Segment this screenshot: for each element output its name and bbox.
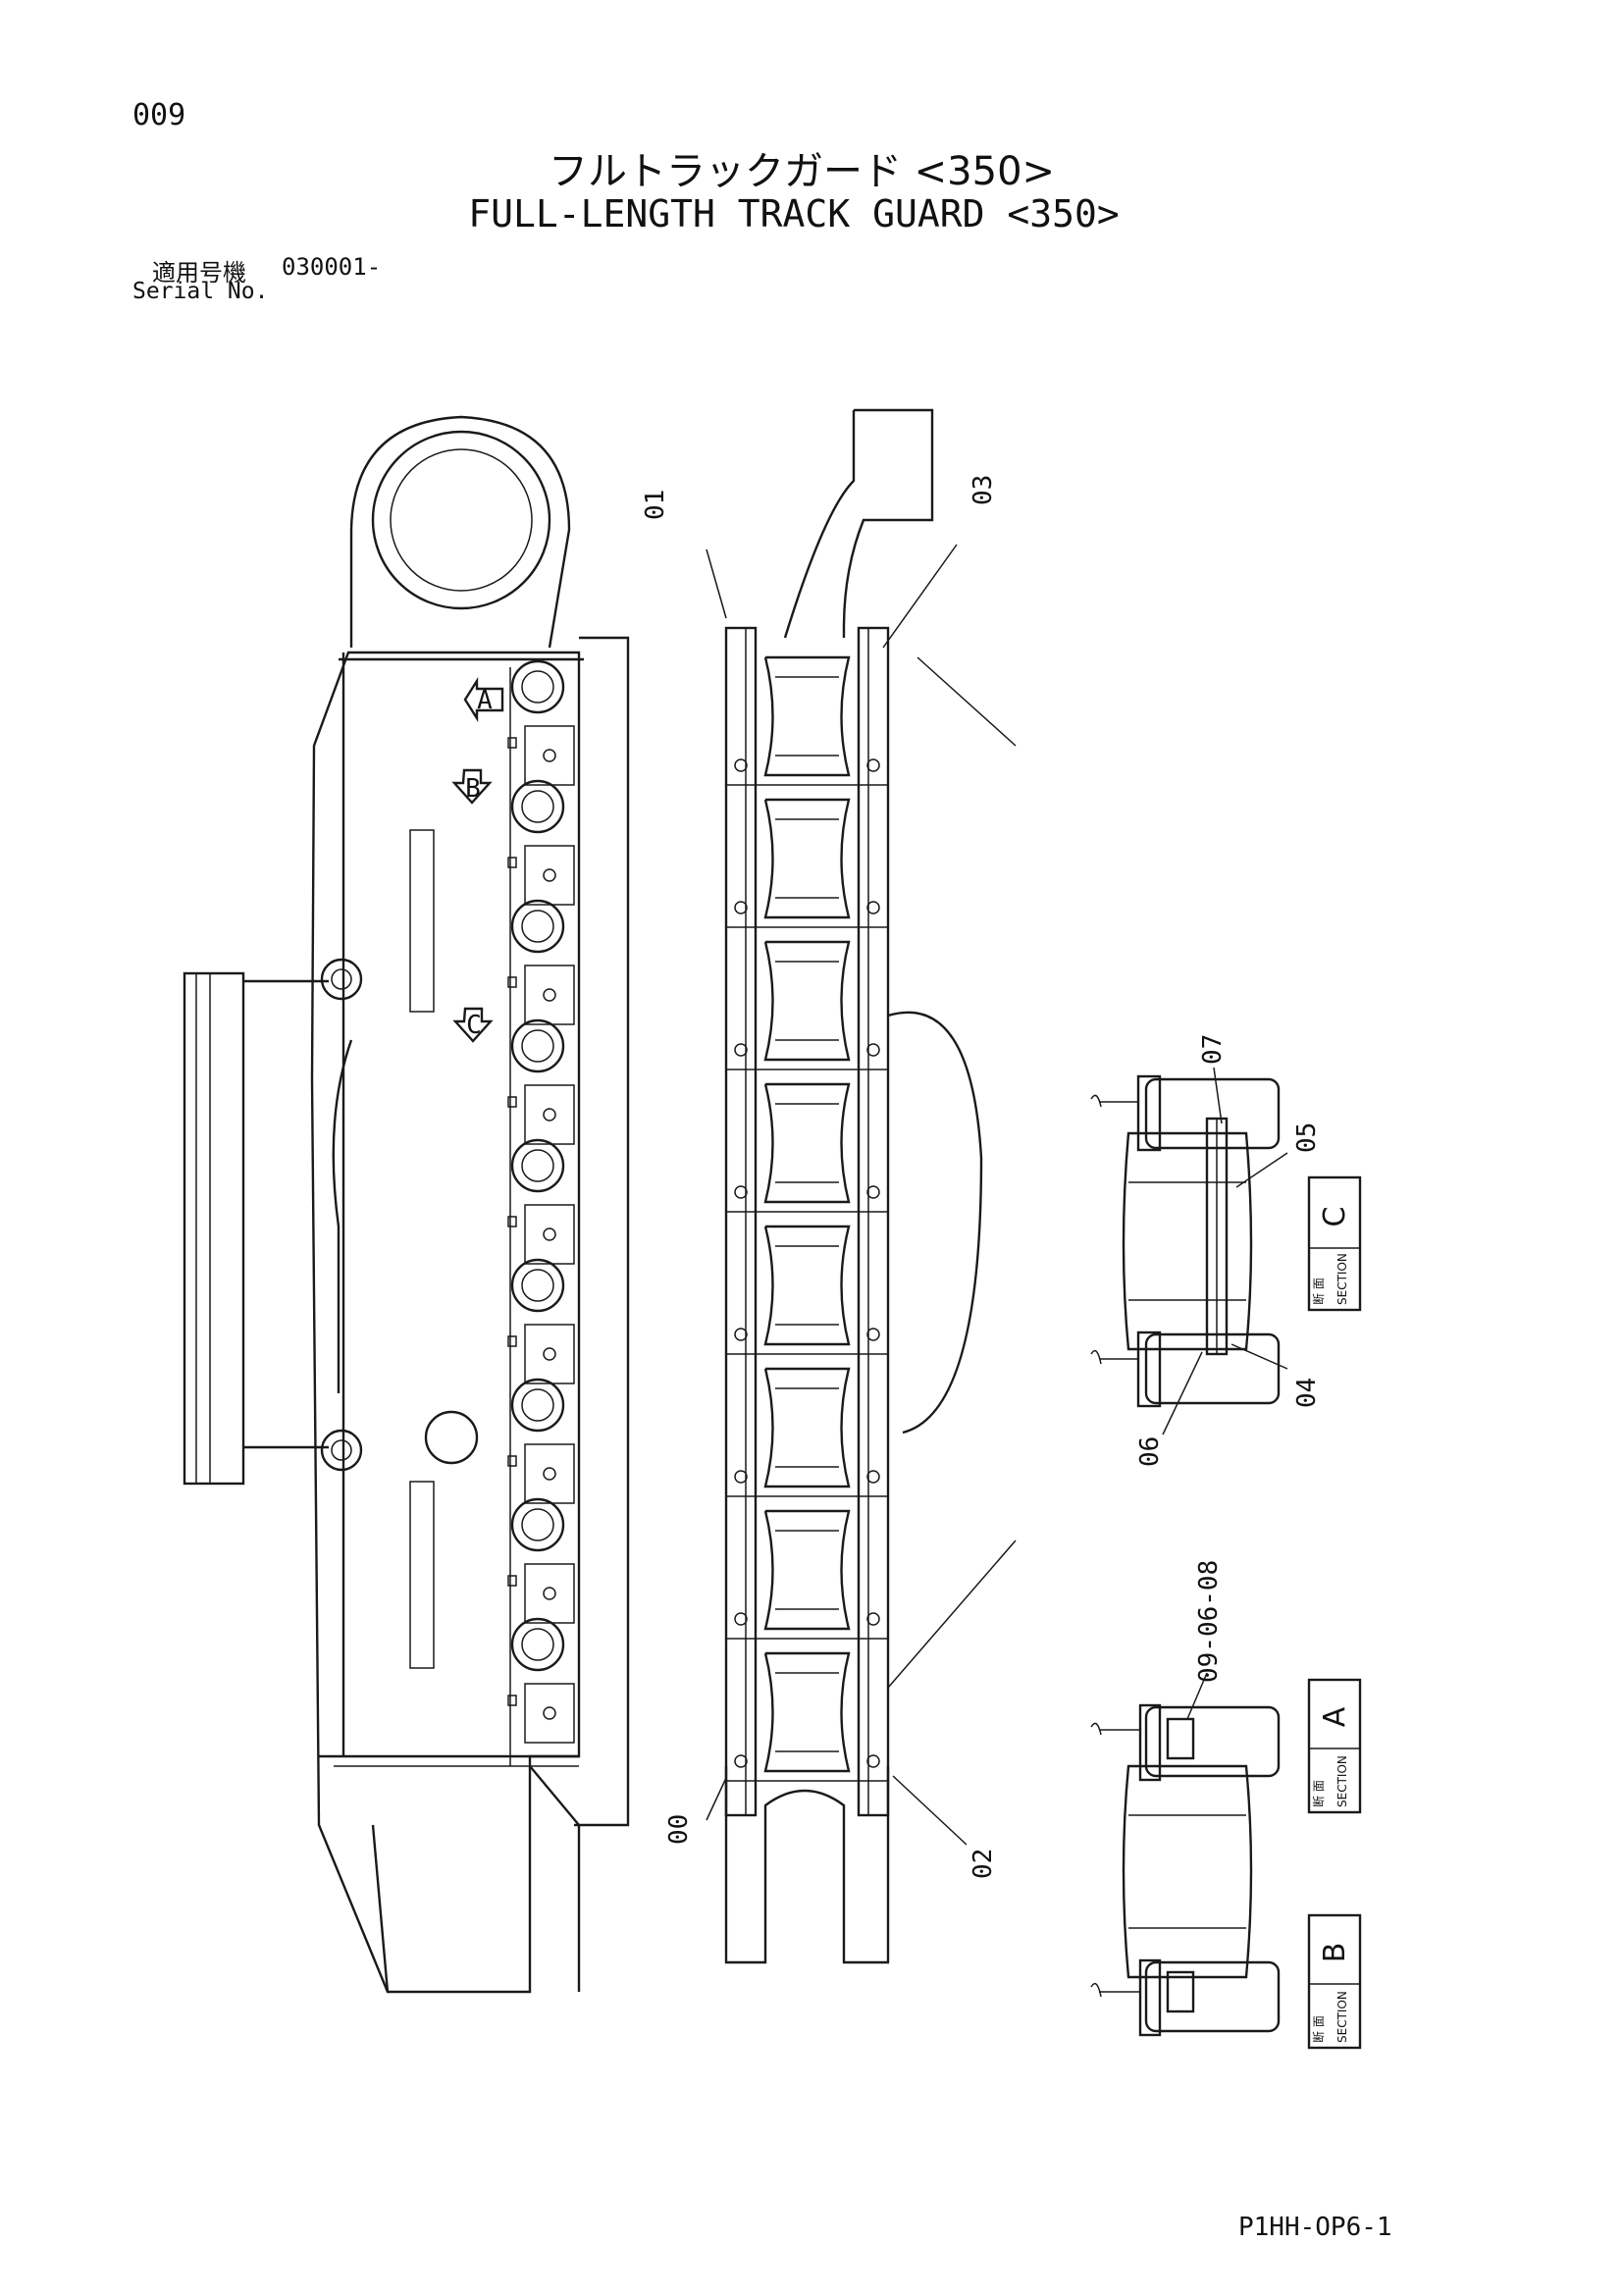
serial-number-value: 030001- <box>282 253 382 281</box>
section-c-id: C <box>1318 1207 1352 1227</box>
guard-block <box>524 1443 575 1504</box>
guard-block <box>524 1683 575 1744</box>
section-b-label-jp: 断 面 <box>1311 2015 1326 2043</box>
plan-roller <box>763 1225 851 1346</box>
side-view-track-frame: A B C <box>183 415 630 1994</box>
plan-roller <box>763 1651 851 1773</box>
side-roller <box>510 659 565 714</box>
plan-rollers <box>726 655 888 1782</box>
side-rollers <box>507 659 575 1744</box>
mount-bolt-lower <box>320 1429 363 1472</box>
section-a-label-en: SECTION <box>1335 1755 1349 1807</box>
view-arrow-c-label: C <box>466 1011 482 1040</box>
side-roller <box>510 779 565 834</box>
section-b-label-en: SECTION <box>1335 1991 1349 2043</box>
callout-09-06-08: 09-06-08 <box>1194 1560 1224 1683</box>
guard-block <box>524 845 575 906</box>
idler-bracket <box>349 415 571 649</box>
guard-block <box>524 725 575 786</box>
section-c-label-jp: 断 面 <box>1311 1278 1326 1305</box>
serial-label-english: Serial No. <box>132 279 269 304</box>
side-roller <box>510 899 565 954</box>
guard-block <box>524 1324 575 1384</box>
side-roller <box>510 1018 565 1073</box>
plan-roller <box>763 1367 851 1488</box>
section-a-b-view: A 断 面 SECTION B 断 面 SECTION <box>1090 1672 1362 2050</box>
plan-roller <box>763 940 851 1062</box>
callout-00: 00 <box>664 1814 694 1845</box>
plan-view-track-guard <box>706 408 1017 1964</box>
side-roller <box>510 1617 565 1672</box>
frame-outline <box>310 651 581 1994</box>
view-arrow-c: C <box>452 1007 494 1043</box>
side-roller <box>510 1258 565 1313</box>
roller-column <box>574 636 630 1827</box>
callout-02: 02 <box>969 1849 998 1879</box>
plan-roller <box>763 798 851 919</box>
callout-07: 07 <box>1198 1034 1228 1065</box>
guard-rail-right <box>857 626 890 1817</box>
guard-rail-left <box>724 626 758 1817</box>
section-b-id: B <box>1318 1943 1352 1963</box>
section-a-label-jp: 断 面 <box>1311 1780 1326 1807</box>
section-c-label-en: SECTION <box>1335 1253 1349 1305</box>
callout-06: 06 <box>1135 1436 1165 1467</box>
view-arrow-b: B <box>451 768 493 805</box>
guard-block <box>524 965 575 1025</box>
section-c-view: C 断 面 SECTION <box>1090 1067 1362 1435</box>
plan-roller <box>763 1082 851 1204</box>
plan-roller <box>763 1509 851 1631</box>
callout-03: 03 <box>969 475 998 505</box>
guard-block <box>524 1084 575 1145</box>
drawing-code: P1HH-OP6-1 <box>1238 2213 1392 2242</box>
side-roller <box>510 1497 565 1552</box>
page-title-english: FULL-LENGTH TRACK GUARD <350> <box>468 192 1120 235</box>
view-arrow-b-label: B <box>465 774 481 804</box>
idler-hub-circle <box>371 430 551 610</box>
section-b-bolt <box>1166 1970 1195 2013</box>
page-title-japanese: フルトラックガード <350> <box>548 149 1056 194</box>
side-roller <box>510 1138 565 1193</box>
carrier-bracket <box>183 971 245 1486</box>
callout-05: 05 <box>1292 1122 1322 1153</box>
callout-04: 04 <box>1292 1378 1322 1408</box>
view-arrow-a-label: A <box>477 686 493 715</box>
guard-block <box>524 1563 575 1624</box>
guard-curve <box>887 1011 983 1435</box>
guard-block <box>524 1204 575 1265</box>
callout-01: 01 <box>641 490 670 520</box>
view-arrow-a: A <box>463 676 504 723</box>
serial-label-japanese: 適用号機 <box>152 259 246 287</box>
mount-bolt-upper <box>320 958 363 1001</box>
side-roller <box>510 1378 565 1433</box>
section-a-bolt <box>1166 1717 1195 1760</box>
section-a-id: A <box>1318 1706 1352 1727</box>
plan-roller <box>763 655 851 777</box>
page-number: 009 <box>132 98 186 132</box>
